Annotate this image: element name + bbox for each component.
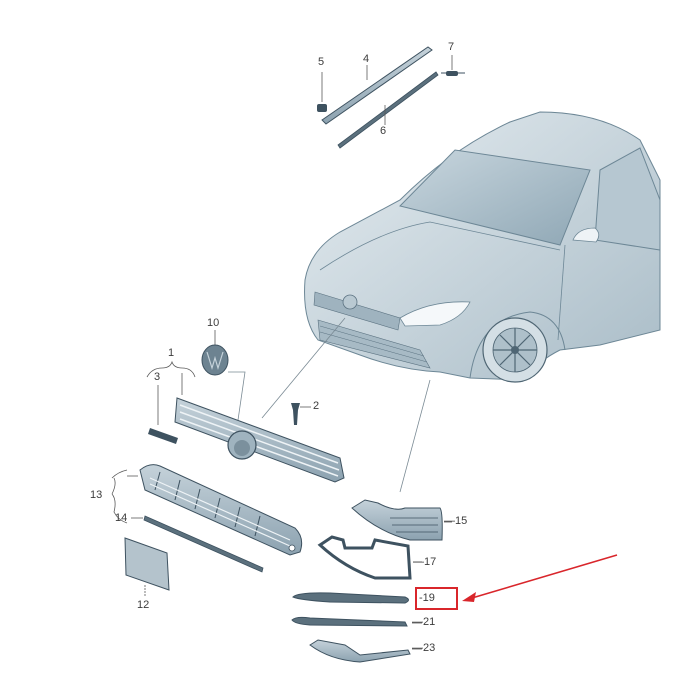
callout-19: -19	[419, 592, 435, 604]
callout-14: 14	[115, 512, 128, 524]
lower-grille-trim-part	[131, 515, 264, 573]
bumper-trim-strip-21	[291, 616, 422, 627]
radiator-grille-part	[146, 360, 345, 483]
spoiler-lip-part	[309, 639, 422, 663]
emblem-part	[201, 330, 229, 376]
callout-1: 1	[168, 347, 175, 359]
highlight-box-19	[415, 587, 458, 610]
screw-part	[291, 403, 311, 425]
callout-10: 10	[207, 317, 220, 329]
callout-23: —23	[412, 642, 436, 654]
callout-15: —15	[444, 515, 468, 527]
callout-17: —17	[413, 556, 437, 568]
callout-3: 3	[154, 371, 161, 383]
trim-strips-group	[317, 46, 465, 149]
badge-strip-part	[148, 385, 178, 444]
callout-4: 4	[363, 53, 370, 65]
car-illustration	[304, 111, 661, 383]
callout-5: 5	[318, 56, 325, 68]
callout-6: 6	[380, 125, 387, 137]
side-grille-frame-part	[317, 535, 422, 580]
side-grille-part	[351, 499, 452, 541]
bumper-trim-strip-19	[292, 592, 409, 604]
leader-lines	[228, 317, 431, 493]
callout-7: 7	[448, 41, 455, 53]
callout-21: —21	[412, 616, 436, 628]
callout-12: 12	[137, 599, 150, 611]
plate-holder-part	[124, 537, 170, 597]
highlight-arrow	[462, 554, 618, 602]
callout-2: 2	[313, 400, 320, 412]
lower-grille-part	[111, 464, 303, 556]
callout-13: 13	[90, 489, 103, 501]
